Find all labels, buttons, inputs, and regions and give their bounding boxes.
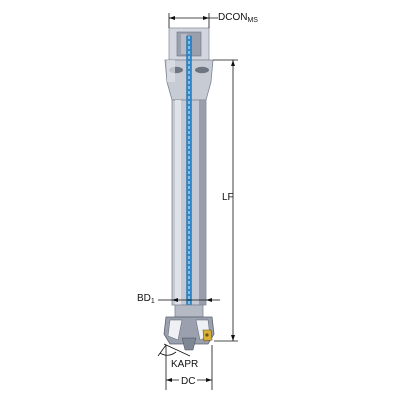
kapr-line-right xyxy=(163,343,191,357)
label-dc: DC xyxy=(179,376,198,387)
kapr-line-left xyxy=(157,344,167,357)
dimension-lines xyxy=(157,13,238,390)
lf-arrow-bottom xyxy=(231,335,235,341)
label-dcon-sub: MS xyxy=(247,17,258,24)
lf-arrow-top xyxy=(231,60,235,66)
label-bd1: BD1 xyxy=(137,293,155,306)
dc-arrow-right xyxy=(206,378,212,382)
label-bd-main: BD xyxy=(137,293,151,304)
flange-slot-right xyxy=(195,66,209,74)
coolant-channel xyxy=(186,35,192,319)
dcon-arrow-left xyxy=(169,16,175,20)
bd-arrow-right xyxy=(206,298,212,302)
dcon-arrow-right xyxy=(203,16,209,20)
flange-shade xyxy=(167,60,175,82)
label-bd-sub: 1 xyxy=(150,298,155,305)
cutting-head xyxy=(163,316,215,351)
head-chip-pocket-left xyxy=(167,319,183,341)
label-dcon-main: DCON xyxy=(218,12,248,23)
dc-arrow-left xyxy=(166,378,172,382)
label-lf-text: LF xyxy=(222,192,234,203)
label-kapr: KAPR xyxy=(171,360,198,370)
neck-body xyxy=(174,304,204,318)
bar-shadow xyxy=(199,100,206,305)
bar-highlight xyxy=(175,100,181,305)
coupling-key-highlight xyxy=(181,34,187,54)
head-blade xyxy=(181,337,197,351)
label-kapr-text: KAPR xyxy=(171,359,199,370)
label-dcon-ms: DCONMS xyxy=(218,12,258,25)
neck xyxy=(174,304,204,318)
kapr-arc xyxy=(159,351,177,356)
label-dc-text: DC xyxy=(181,376,196,387)
bd-arrow-left xyxy=(172,298,178,302)
insert-screw xyxy=(205,333,209,337)
label-lf: LF xyxy=(222,193,234,203)
